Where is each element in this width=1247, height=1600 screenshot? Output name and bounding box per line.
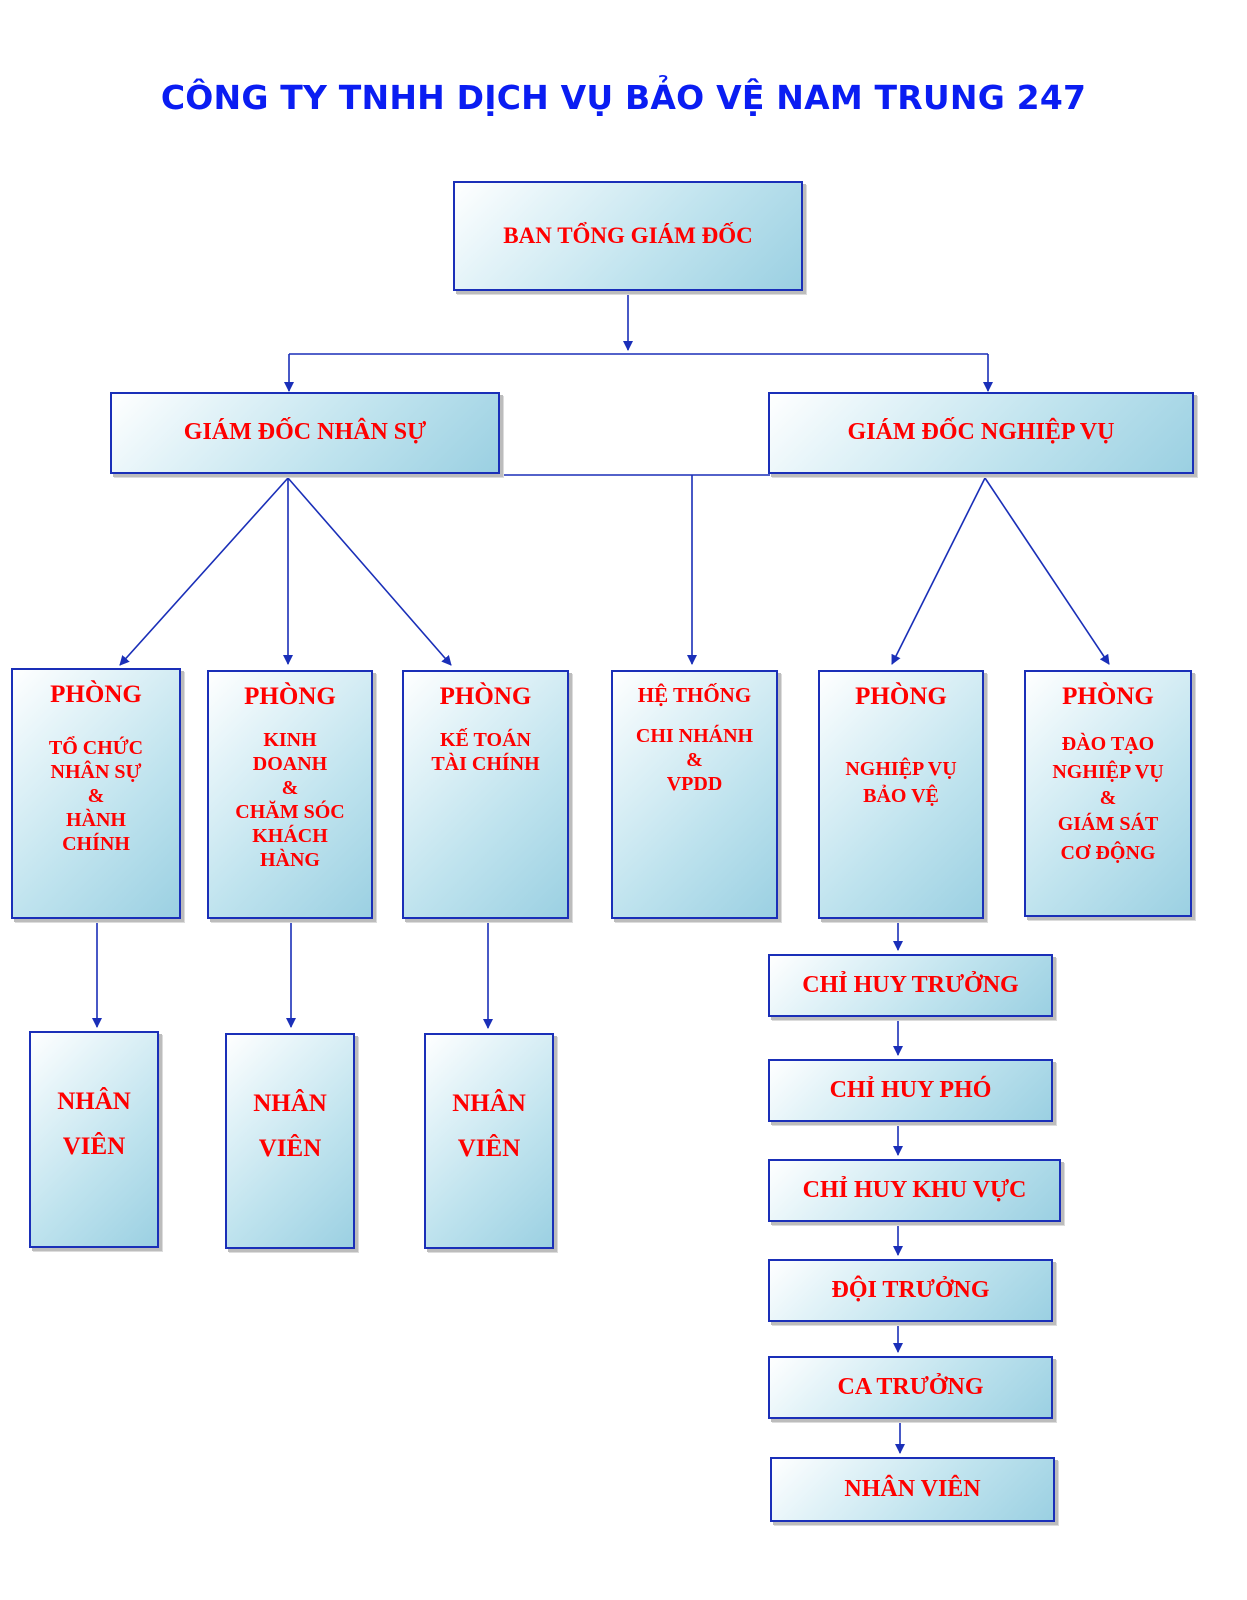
- node-line: GIÁM SÁT: [1057, 813, 1159, 836]
- node-dept-training: PHÒNG ĐÀO TẠO NGHIỆP VỤ & GIÁM SÁT CƠ ĐỘ…: [1024, 670, 1192, 917]
- node-line: CƠ ĐỘNG: [1060, 842, 1156, 865]
- node-label: NHÂN VIÊN: [844, 1475, 981, 1502]
- node-line: NHÂN: [57, 1088, 131, 1115]
- node-head: PHÒNG: [244, 683, 336, 710]
- node-team-leader: ĐỘI TRƯỞNG: [768, 1259, 1053, 1322]
- node-line: KHÁCH: [252, 825, 328, 848]
- node-dept-hr: PHÒNG TỔ CHỨC NHÂN SỰ & HÀNH CHÍNH: [11, 668, 181, 919]
- node-label: CHỈ HUY PHÓ: [829, 1076, 992, 1103]
- node-line: CHÍNH: [62, 833, 130, 856]
- node-label: ĐỘI TRƯỞNG: [831, 1276, 990, 1303]
- node-line: NGHIỆP VỤ: [1052, 761, 1164, 784]
- node-line: VIÊN: [258, 1135, 322, 1162]
- node-chief: CHỈ HUY TRƯỞNG: [768, 954, 1053, 1017]
- node-staff-hr: NHÂN VIÊN: [29, 1031, 159, 1248]
- node-ceo: BAN TỔNG GIÁM ĐỐC: [453, 181, 803, 291]
- node-line: &: [87, 785, 105, 808]
- node-head: HỆ THỐNG: [637, 683, 752, 707]
- node-body: CHI NHÁNH & VPDD: [636, 724, 753, 796]
- node-line: &: [1099, 787, 1117, 810]
- edge-ops-dept-ops: [891, 477, 986, 665]
- node-hr-director: GIÁM ĐỐC NHÂN SỰ: [110, 392, 500, 474]
- node-head: PHÒNG: [50, 681, 142, 708]
- node-line: NHÂN SỰ: [50, 761, 142, 784]
- node-dept-sales: PHÒNG KINH DOANH & CHĂM SÓC KHÁCH HÀNG: [207, 670, 373, 919]
- node-line: VIÊN: [457, 1135, 521, 1162]
- node-line: NHÂN: [452, 1090, 526, 1117]
- node-area-commander: CHỈ HUY KHU VỰC: [768, 1159, 1061, 1222]
- edge-hr-dept-acc: [287, 477, 452, 666]
- node-deputy: CHỈ HUY PHÓ: [768, 1059, 1053, 1122]
- node-line: VPDD: [666, 773, 723, 796]
- node-line: ĐÀO TẠO: [1061, 733, 1155, 756]
- node-line: HÀNH: [65, 809, 126, 832]
- node-line: CHI NHÁNH: [635, 725, 754, 748]
- node-line: HÀNG: [259, 849, 320, 872]
- node-label: GIÁM ĐỐC NHÂN SỰ: [183, 419, 427, 446]
- node-body: KINH DOANH & CHĂM SÓC KHÁCH HÀNG: [235, 728, 344, 872]
- edge-hr-dept-hr: [119, 477, 289, 666]
- node-label: GIÁM ĐỐC NGHIỆP VỤ: [847, 419, 1115, 446]
- node-staff-accounting: NHÂN VIÊN: [424, 1033, 554, 1249]
- node-staff-sales: NHÂN VIÊN: [225, 1033, 355, 1249]
- node-head: PHÒNG: [1062, 683, 1154, 710]
- node-body: TỔ CHỨC NHÂN SỰ & HÀNH CHÍNH: [49, 736, 143, 856]
- page-title: CÔNG TY TNHH DỊCH VỤ BẢO VỆ NAM TRUNG 24…: [160, 78, 1087, 117]
- node-line: &: [686, 749, 703, 772]
- node-line: NGHIỆP VỤ: [845, 758, 957, 781]
- node-line: KINH: [263, 729, 317, 752]
- node-label: CHỈ HUY TRƯỞNG: [802, 971, 1019, 998]
- node-head: PHÒNG: [855, 683, 947, 710]
- node-body: KẾ TOÁN TÀI CHÍNH: [431, 728, 539, 776]
- node-line: VIÊN: [62, 1133, 126, 1160]
- node-line: DOANH: [252, 753, 328, 776]
- node-line: KẾ TOÁN: [440, 729, 531, 752]
- node-body: NGHIỆP VỤ BẢO VỆ: [845, 756, 956, 810]
- node-shift-leader: CA TRƯỞNG: [768, 1356, 1053, 1419]
- node-ops-director: GIÁM ĐỐC NGHIỆP VỤ: [768, 392, 1194, 474]
- node-dept-accounting: PHÒNG KẾ TOÁN TÀI CHÍNH: [402, 670, 569, 919]
- node-staff-ops: NHÂN VIÊN: [770, 1457, 1055, 1522]
- edge-ops-dept-train: [984, 477, 1110, 665]
- node-line: TÀI CHÍNH: [431, 753, 540, 776]
- node-label: CHỈ HUY KHU VỰC: [802, 1176, 1027, 1203]
- node-line: BẢO VỆ: [863, 785, 939, 808]
- node-line: &: [281, 777, 299, 800]
- node-line: TỔ CHỨC: [48, 737, 144, 760]
- node-body: ĐÀO TẠO NGHIỆP VỤ & GIÁM SÁT CƠ ĐỘNG: [1052, 730, 1163, 868]
- node-line: CHĂM SÓC: [235, 801, 345, 824]
- node-head: PHÒNG: [439, 683, 532, 710]
- node-line: NHÂN: [253, 1090, 327, 1117]
- node-dept-ops: PHÒNG NGHIỆP VỤ BẢO VỆ: [818, 670, 984, 919]
- node-label: BAN TỔNG GIÁM ĐỐC: [503, 222, 753, 248]
- node-branches: HỆ THỐNG CHI NHÁNH & VPDD: [611, 670, 778, 919]
- node-label: CA TRƯỞNG: [837, 1373, 984, 1400]
